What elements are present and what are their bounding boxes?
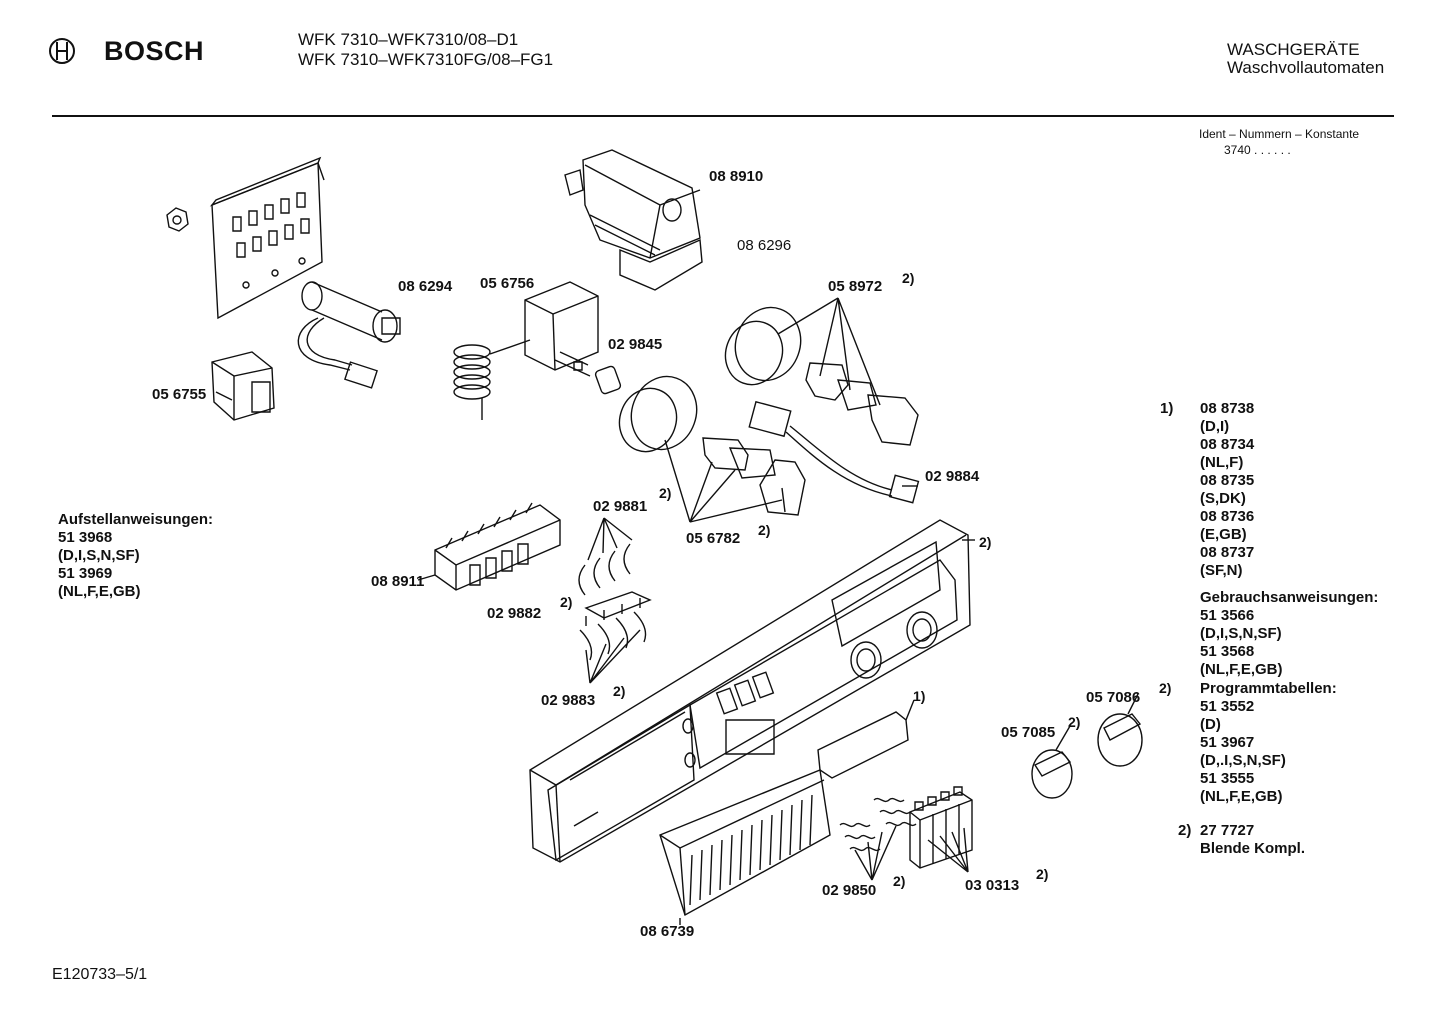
part-label-086294: 08 6294 xyxy=(398,278,453,295)
legend-note1-line: (E,GB) xyxy=(1200,526,1247,543)
detergent-drawer-front-part xyxy=(660,770,830,925)
legend-note1-line: (D,I) xyxy=(1200,418,1230,435)
legend-programm-line: (NL,F,E,GB) xyxy=(1200,788,1283,805)
part-label-058972: 05 8972 xyxy=(828,278,883,295)
model-line-2: WFK 7310–WFK7310FG/08–FG1 xyxy=(298,50,554,69)
programme-timer-part xyxy=(565,150,702,290)
part-note-029850: 2) xyxy=(893,873,906,889)
part-note-029882: 2) xyxy=(560,594,573,610)
part-label-057085: 05 7085 xyxy=(1001,724,1056,741)
part-note-029881: 2) xyxy=(659,485,672,501)
part-label-029882: 02 9882 xyxy=(487,605,542,622)
bosch-armature-icon xyxy=(49,38,75,64)
door-switch-part xyxy=(454,282,598,420)
wire-connector-part xyxy=(749,402,918,503)
leader-058972 xyxy=(778,298,880,405)
knob-housing-left-part xyxy=(611,367,805,515)
legend-programm-line: 51 3967 xyxy=(1200,734,1255,751)
category-title: WASCHGERÄTE xyxy=(1227,40,1360,59)
legend-note1-marker: 1) xyxy=(1160,400,1174,417)
programme-insert-part xyxy=(818,700,914,778)
part-label-057086: 05 7086 xyxy=(1086,689,1141,706)
leader-056782 xyxy=(665,440,782,522)
part-note-029883: 2) xyxy=(613,683,626,699)
legend-note1-line: (NL,F) xyxy=(1200,454,1244,471)
push-button-switch-block-part xyxy=(418,503,560,590)
contact-springs-part xyxy=(579,518,632,595)
part-label-086739: 08 6739 xyxy=(640,923,695,940)
button-springs-part xyxy=(840,799,916,880)
legend-note1-line: 08 8738 xyxy=(1200,400,1255,417)
part-note-057085: 2) xyxy=(1068,714,1081,730)
brand-name: BOSCH xyxy=(104,36,205,66)
legend-note1-line: (SF,N) xyxy=(1200,562,1243,579)
hex-nut-part xyxy=(167,208,188,231)
capacitor-part xyxy=(298,282,400,388)
part-label-088911: 08 8911 xyxy=(371,573,425,590)
part-label-088910: 08 8910 xyxy=(709,168,764,185)
aufstell-line-4: (NL,F,E,GB) xyxy=(58,583,141,600)
header-rule xyxy=(52,115,1394,117)
suppressor-part xyxy=(212,352,274,420)
part-label-056756: 05 6756 xyxy=(480,275,535,292)
part-label-029883: 02 9883 xyxy=(541,692,596,709)
part-label-029850: 02 9850 xyxy=(822,882,877,899)
part-note-058972: 2) xyxy=(902,270,915,286)
model-line-1: WFK 7310–WFK7310/08–D1 xyxy=(298,30,519,49)
mounting-bracket-part xyxy=(212,158,324,318)
legend-programm-line: 51 3555 xyxy=(1200,770,1255,787)
legend-note2-code: 27 7727 xyxy=(1200,822,1255,839)
bosch-logo xyxy=(47,36,77,66)
legend-gebrauch-line: 51 3568 xyxy=(1200,643,1255,660)
control-panel-blende-part xyxy=(530,520,975,862)
knob-housing-right-part xyxy=(717,298,918,445)
part-label-086296: 08 6296 xyxy=(737,237,792,254)
legend-gebrauch-line: 51 3566 xyxy=(1200,607,1255,624)
aufstell-line-3: 51 3969 xyxy=(58,565,113,582)
legend-note2-marker: 2) xyxy=(1178,822,1192,839)
aufstell-line-2: (D,I,S,N,SF) xyxy=(58,547,140,564)
legend-note1-line: 08 8736 xyxy=(1200,508,1255,525)
legend-programm-line: (D,.I,S,N,SF) xyxy=(1200,752,1286,769)
panel-note-insert: 1) xyxy=(913,688,926,704)
legend-note2-text: Blende Kompl. xyxy=(1200,840,1306,857)
legend-programm-line: (D) xyxy=(1200,716,1221,733)
panel-note-blende: 2) xyxy=(979,534,992,550)
part-label-056782: 05 6782 xyxy=(686,530,741,547)
legend-gebrauch-title: Gebrauchsanweisungen: xyxy=(1200,589,1379,606)
subcategory-title: Waschvollautomaten xyxy=(1227,58,1385,77)
legend-programm-line: 51 3552 xyxy=(1200,698,1255,715)
legend-gebrauch-line: (D,I,S,N,SF) xyxy=(1200,625,1282,642)
part-label-029884: 02 9884 xyxy=(925,468,980,485)
legend-note1-line: 08 8735 xyxy=(1200,472,1255,489)
aufstell-line-1: 51 3968 xyxy=(58,529,113,546)
legend-programm-title: Programmtabellen: xyxy=(1200,680,1337,697)
part-label-030313: 03 0313 xyxy=(965,877,1020,894)
selector-knobs-part xyxy=(1032,694,1142,798)
aufstell-title: Aufstellanweisungen: xyxy=(58,511,214,528)
drawing-id: E120733–5/1 xyxy=(52,966,148,983)
legend-gebrauch-line: (NL,F,E,GB) xyxy=(1200,661,1283,678)
part-note-030313: 2) xyxy=(1036,866,1049,882)
part-label-056755: 05 6755 xyxy=(152,386,207,403)
part-note-057086: 2) xyxy=(1159,680,1172,696)
part-label-029881: 02 9881 xyxy=(593,498,648,515)
part-label-029845: 02 9845 xyxy=(608,336,663,353)
legend-note1-line: 08 8737 xyxy=(1200,544,1255,561)
push-buttons-part xyxy=(910,787,972,872)
small-coupling-part xyxy=(594,365,621,394)
legend-note1-line: (S,DK) xyxy=(1200,490,1246,507)
ident-value: 3740 . . . . . . xyxy=(1224,143,1291,157)
part-note-056782: 2) xyxy=(758,522,771,538)
legend-note1-line: 08 8734 xyxy=(1200,436,1255,453)
contact-bar-part xyxy=(580,592,650,683)
ident-label: Ident – Nummern – Konstante xyxy=(1199,127,1360,141)
